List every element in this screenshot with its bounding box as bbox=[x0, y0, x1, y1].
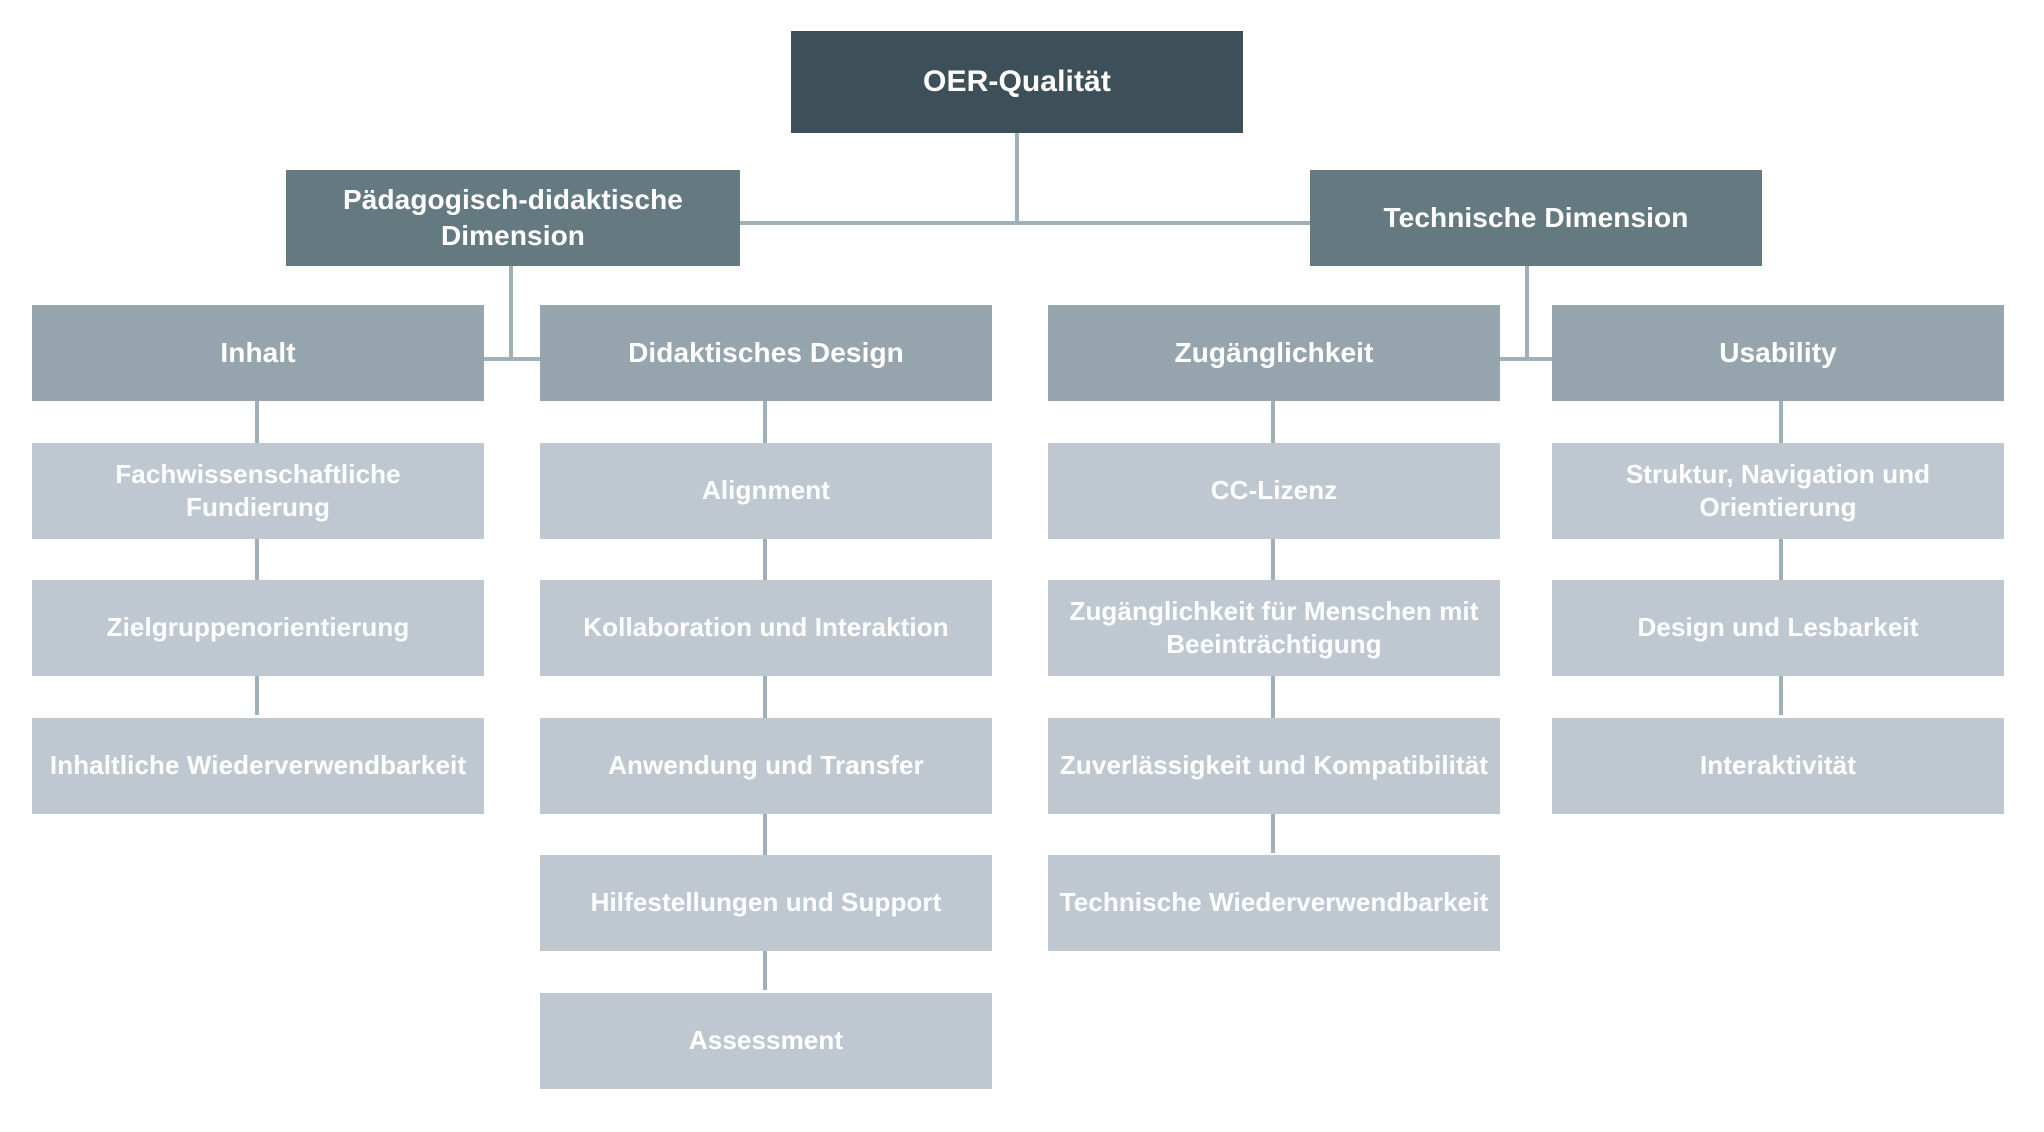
node-item-technische-wiederverwendbarkeit[interactable]: Technische Wiederverwendbarkeit bbox=[1048, 855, 1500, 951]
node-item-hilfestellungen-und-support[interactable]: Hilfestellungen und Support bbox=[540, 855, 992, 951]
node-item-interaktivitaet[interactable]: Interaktivität bbox=[1552, 718, 2004, 814]
node-item-cc-lizenz[interactable]: CC-Lizenz bbox=[1048, 443, 1500, 539]
connector-tech-down bbox=[1525, 266, 1529, 361]
node-item-assessment[interactable]: Assessment bbox=[540, 993, 992, 1089]
node-dimension-technische[interactable]: Technische Dimension bbox=[1310, 170, 1762, 266]
connector-paed-hub bbox=[478, 357, 548, 361]
connector-col2-chain bbox=[763, 401, 767, 990]
node-item-inhaltliche-wiederverwendbarkeit[interactable]: Inhaltliche Wiederverwendbarkeit bbox=[32, 718, 484, 814]
node-item-kollaboration-und-interaktion[interactable]: Kollaboration und Interaktion bbox=[540, 580, 992, 676]
connector-tech-hub bbox=[1494, 357, 1566, 361]
node-item-zielgruppenorientierung[interactable]: Zielgruppenorientierung bbox=[32, 580, 484, 676]
node-item-fachwissenschaftliche-fundierung[interactable]: Fachwissenschaftliche Fundierung bbox=[32, 443, 484, 539]
connector-spine-to-paed bbox=[740, 221, 750, 225]
connector-col4-chain bbox=[1779, 401, 1783, 715]
node-item-zuverlaessigkeit-und-kompatibilitaet[interactable]: Zuverlässigkeit und Kompatibilität bbox=[1048, 718, 1500, 814]
node-dimension-paedagogisch-didaktisch[interactable]: Pädagogisch-didaktische Dimension bbox=[286, 170, 740, 266]
connector-col1-chain bbox=[255, 401, 259, 715]
node-item-struktur-navigation-orientierung[interactable]: Struktur, Navigation und Orientierung bbox=[1552, 443, 2004, 539]
node-item-design-und-lesbarkeit[interactable]: Design und Lesbarkeit bbox=[1552, 580, 2004, 676]
node-category-didaktisches-design[interactable]: Didaktisches Design bbox=[540, 305, 992, 401]
node-category-usability[interactable]: Usability bbox=[1552, 305, 2004, 401]
node-item-zugaenglichkeit-beeintraechtigung[interactable]: Zugänglichkeit für Menschen mit Beeinträ… bbox=[1048, 580, 1500, 676]
connector-root-down bbox=[1015, 133, 1019, 223]
connector-paed-down bbox=[509, 266, 513, 361]
node-item-alignment[interactable]: Alignment bbox=[540, 443, 992, 539]
connector-spine-to-tech bbox=[1296, 221, 1310, 225]
node-root-oer-qualitaet[interactable]: OER-Qualität bbox=[791, 31, 1243, 133]
node-item-anwendung-und-transfer[interactable]: Anwendung und Transfer bbox=[540, 718, 992, 814]
node-category-zugaenglichkeit[interactable]: Zugänglichkeit bbox=[1048, 305, 1500, 401]
connector-dimension-spine bbox=[744, 221, 1302, 225]
node-category-inhalt[interactable]: Inhalt bbox=[32, 305, 484, 401]
